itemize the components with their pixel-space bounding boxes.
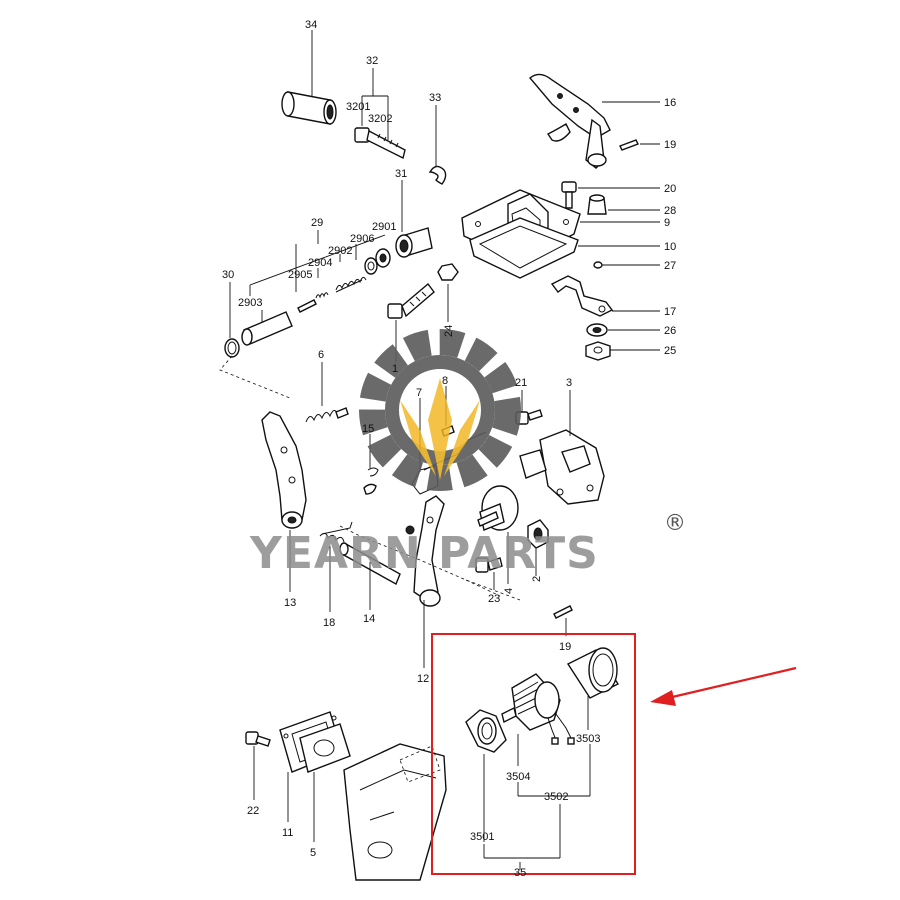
highlight-arrow	[650, 666, 797, 706]
callout-14: 14	[363, 613, 375, 625]
callout-3501: 3501	[470, 831, 494, 843]
callout-8: 8	[442, 375, 448, 387]
callout-labels: 34 32 3201 3202 33 31 29 2901 2906 2902 …	[222, 19, 676, 879]
callout-27: 27	[664, 260, 676, 272]
callout-13: 13	[284, 597, 296, 609]
callout-3503: 3503	[576, 733, 600, 745]
part-2906-ring	[364, 257, 378, 275]
callout-3201: 3201	[346, 101, 370, 113]
part-2904-spring	[315, 292, 329, 299]
callout-19-lower: 19	[559, 641, 571, 653]
part-2905-pin	[297, 299, 317, 313]
part-28-cap	[587, 194, 607, 215]
part-3501-nut	[465, 709, 507, 753]
part-31-bushing	[395, 227, 433, 258]
part-20-bolt	[561, 181, 577, 209]
part-22-bolt	[245, 731, 271, 747]
callout-32: 32	[366, 55, 378, 67]
brand-watermark-logo	[359, 329, 521, 491]
part-13-lever	[261, 411, 307, 529]
registered-mark: ®	[664, 511, 686, 536]
callout-15: 15	[362, 423, 374, 435]
part-23-bolt	[475, 557, 503, 573]
callout-17: 17	[664, 306, 676, 318]
part-3504-solenoid	[501, 673, 575, 745]
callout-3202: 3202	[368, 113, 392, 125]
highlight-box	[431, 633, 636, 875]
part-6-spring	[305, 407, 349, 423]
part-27-pin	[593, 261, 603, 269]
callout-7: 7	[416, 387, 422, 399]
callout-4: 4	[503, 588, 515, 594]
part-15-clip	[363, 467, 379, 495]
part-2903-piston	[241, 311, 293, 346]
part-32-bolt	[354, 127, 406, 160]
callout-21: 21	[515, 377, 527, 389]
callout-2904: 2904	[308, 257, 332, 269]
callout-2903: 2903	[238, 297, 262, 309]
callout-28: 28	[664, 205, 676, 217]
callout-3: 3	[566, 377, 572, 389]
callout-1: 1	[392, 363, 398, 375]
part-25-nut	[585, 341, 611, 361]
callout-24: 24	[443, 325, 455, 337]
part-2-sleeve	[527, 519, 549, 549]
callout-9: 9	[664, 217, 670, 229]
callout-20: 20	[664, 183, 676, 195]
callout-2901: 2901	[372, 221, 396, 233]
part-26-washer	[586, 323, 608, 337]
brand-watermark-text: YEARN PARTS	[249, 528, 599, 579]
callout-19-upper: 19	[664, 139, 676, 151]
callout-22: 22	[247, 805, 259, 817]
part-4-disk	[477, 485, 519, 531]
callout-2902: 2902	[328, 245, 352, 257]
part-24-nut	[437, 263, 459, 281]
callout-2906: 2906	[350, 233, 374, 245]
callout-26: 26	[664, 325, 676, 337]
callout-10: 10	[664, 241, 676, 253]
callout-34: 34	[305, 19, 317, 31]
callout-3502: 3502	[544, 791, 568, 803]
callout-35: 35	[514, 867, 526, 879]
part-19-pin-lower	[553, 605, 573, 619]
callout-33: 33	[429, 92, 441, 104]
part-2902-spring	[335, 276, 367, 293]
part-5-cover	[299, 723, 351, 773]
part-12-lever	[405, 495, 445, 607]
callout-23: 23	[488, 593, 500, 605]
callout-29: 29	[311, 217, 323, 229]
callout-25: 25	[664, 345, 676, 357]
engine-block	[343, 743, 447, 881]
callout-5: 5	[310, 847, 316, 859]
part-14-shaft	[339, 542, 401, 585]
part-18-spring	[319, 521, 353, 543]
part-2901-washer	[375, 248, 391, 268]
part-34-sleeve	[281, 91, 337, 125]
callout-11: 11	[282, 827, 293, 839]
part-3503-boot	[566, 647, 620, 699]
callout-31: 31	[395, 168, 407, 180]
part-30-circlip	[224, 338, 240, 358]
callout-2905: 2905	[288, 269, 312, 281]
callout-12: 12	[417, 673, 429, 685]
part-33-clip	[428, 165, 447, 185]
part-16-lever	[529, 73, 611, 169]
part-1-bolt	[387, 282, 435, 319]
callout-18: 18	[323, 617, 335, 629]
callout-3504: 3504	[506, 771, 530, 783]
part-10-gasket	[469, 217, 579, 279]
part-3-housing	[519, 429, 605, 505]
callout-2: 2	[531, 576, 543, 582]
callout-16: 16	[664, 97, 676, 109]
part-19-pin-upper	[619, 139, 639, 151]
callout-6: 6	[318, 349, 324, 361]
part-17-link	[550, 275, 614, 317]
callout-30: 30	[222, 269, 234, 281]
